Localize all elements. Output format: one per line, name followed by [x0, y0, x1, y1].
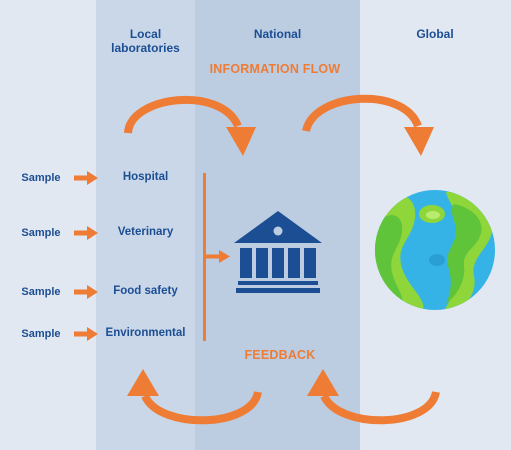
lab-environmental: Environmental	[105, 327, 186, 339]
info-arrow-national-to-global	[302, 94, 422, 133]
globe-icon	[375, 190, 495, 310]
lab-food-safety: Food safety	[113, 285, 178, 297]
info-arrowhead-national	[226, 127, 256, 156]
collector-bracket	[203, 173, 230, 341]
lab-veterinary: Veterinary	[117, 226, 174, 238]
sample-arrow-food-safety	[74, 285, 98, 299]
sample-label-food-safety: Sample	[21, 286, 61, 298]
sample-arrow-veterinary	[74, 226, 98, 240]
column-header-national: National	[253, 27, 302, 41]
info-arrow-local-to-national	[124, 95, 242, 134]
feedback-arrowhead-national	[307, 369, 339, 396]
to-national-arrow	[206, 250, 230, 263]
government-building-icon	[234, 211, 322, 293]
column-header-global: Global	[416, 27, 454, 41]
lab-hospital: Hospital	[122, 171, 169, 183]
sample-arrow-environmental	[74, 327, 98, 341]
sample-label-veterinary: Sample	[21, 227, 61, 239]
feedback-arrow-national-to-local	[141, 390, 262, 425]
feedback-arrowhead-local	[127, 369, 159, 396]
sample-arrow-hospital	[74, 171, 98, 185]
info-arrowhead-global	[404, 127, 434, 156]
feedback-label: FEEDBACK	[244, 348, 316, 362]
column-header-local: Local laboratories	[111, 27, 180, 55]
sample-arrows	[74, 171, 98, 341]
information-flow-arrows	[124, 94, 422, 134]
sample-label-environmental: Sample	[21, 328, 61, 340]
feedback-arrows	[141, 390, 440, 425]
sample-label-hospital: Sample	[21, 172, 61, 184]
information-flow-label: INFORMATION FLOW	[209, 62, 341, 76]
feedback-arrow-global-to-national	[320, 390, 440, 425]
